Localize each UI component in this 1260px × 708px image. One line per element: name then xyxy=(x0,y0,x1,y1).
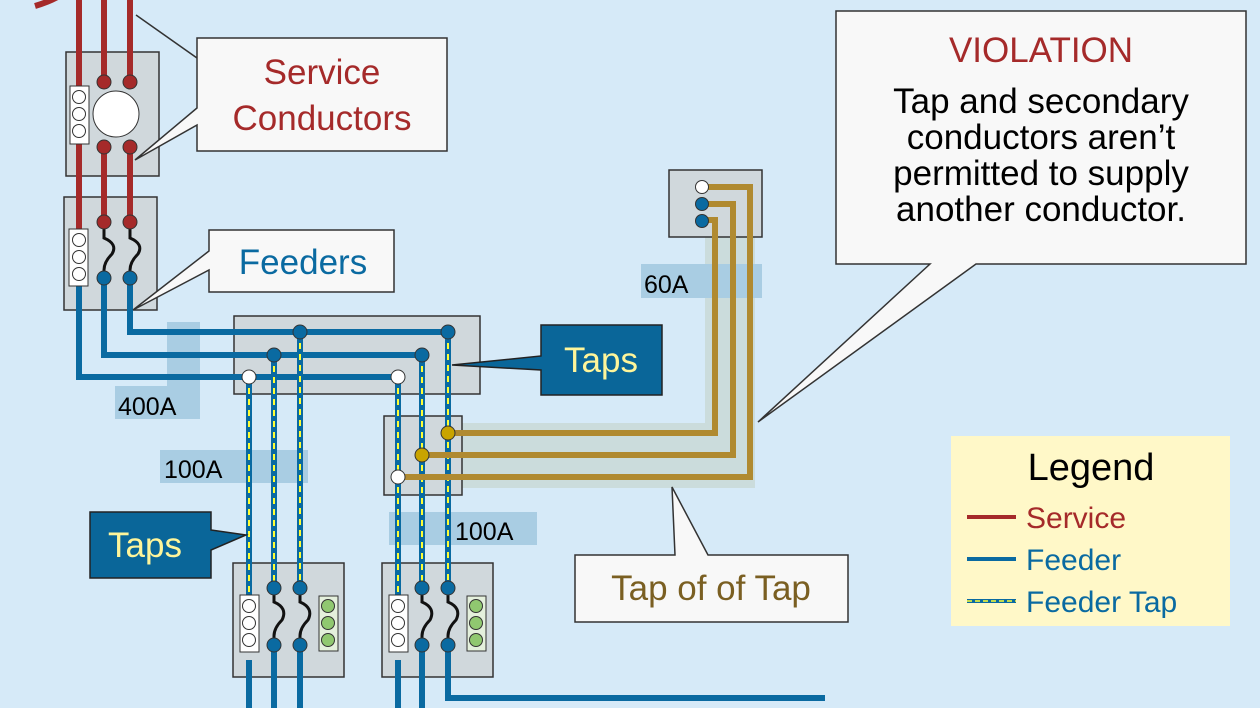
feeder-ampacity-label: 400A xyxy=(118,393,177,421)
feeder-conductors xyxy=(76,278,825,708)
disconnect-line-terminals xyxy=(96,214,138,230)
60a-panel-terminals xyxy=(695,180,709,228)
violation-line2: conductors aren’t xyxy=(907,118,1176,157)
tap-of-tap-ampacity-label: 60A xyxy=(644,271,689,299)
tap-of-tap-callout xyxy=(574,486,849,623)
violation-title: VIOLATION xyxy=(949,31,1133,70)
violation-callout xyxy=(757,10,1247,423)
violation-line3: permitted to supply xyxy=(893,154,1189,193)
tap-junction-nodes xyxy=(241,324,456,385)
service-callout-line2: Conductors xyxy=(233,99,412,138)
service-conductors-callout xyxy=(134,14,448,161)
taps-lower-text: Taps xyxy=(108,526,182,565)
taps-callout-upper xyxy=(451,324,663,396)
legend-service-label: Service xyxy=(1026,502,1126,535)
taps-callout-lower xyxy=(89,511,249,579)
tap-of-tap-text: Tap of of Tap xyxy=(611,569,811,608)
tap-disconnect-right-internals xyxy=(388,580,487,653)
meter-icon xyxy=(92,90,140,138)
neutral-terminals-meter xyxy=(72,90,86,138)
taps-upper-text: Taps xyxy=(564,341,638,380)
disconnect-load-terminals xyxy=(96,270,138,286)
legend-box xyxy=(951,436,1230,626)
service-callout-line1: Service xyxy=(264,53,381,92)
meter-terminals xyxy=(96,74,138,155)
tap-left-ampacity-label: 100A xyxy=(164,456,223,484)
tap-disconnect-left-internals xyxy=(239,580,339,653)
legend-feeder-tap-label: Feeder Tap xyxy=(1026,586,1177,619)
feeder-tap-conductors xyxy=(246,332,451,600)
legend-feeder-label: Feeder xyxy=(1026,544,1121,577)
fuse-icons xyxy=(102,222,142,278)
tap-of-tap-ampacity-band xyxy=(641,264,762,298)
service-drop-curve xyxy=(34,0,59,9)
tap-left-ampacity-band xyxy=(160,450,308,483)
legend-title: Legend xyxy=(1028,447,1155,489)
secondary-tap-nodes xyxy=(390,425,456,485)
tap-right-ampacity-label: 100A xyxy=(455,518,514,546)
violation-line1: Tap and secondary xyxy=(893,82,1189,121)
violation-line4: another conductor. xyxy=(896,190,1186,229)
feeders-callout xyxy=(132,229,395,311)
feeders-callout-text: Feeders xyxy=(239,243,367,282)
tap-right-ampacity-band xyxy=(389,512,537,545)
feeder-ampacity-label-bg xyxy=(115,386,200,419)
neutral-terminals-disconnect xyxy=(72,233,86,281)
